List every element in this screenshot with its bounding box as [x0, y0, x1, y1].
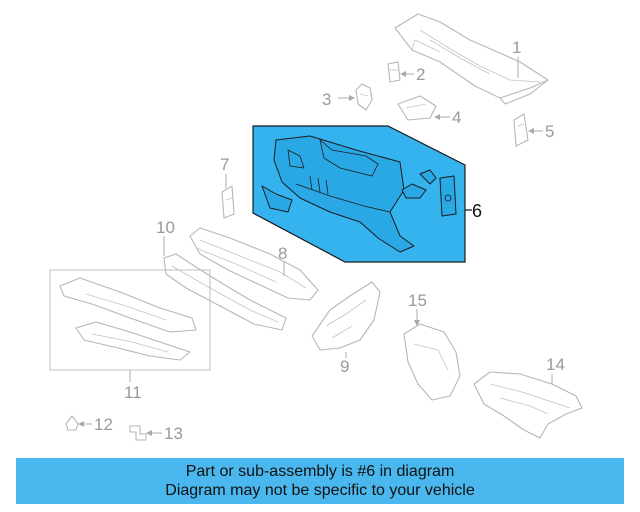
callout-4: 4 — [452, 108, 461, 127]
part-5-bracket[interactable] — [513, 113, 529, 147]
callout-13: 13 — [164, 424, 183, 443]
part-7-bracket[interactable] — [221, 185, 235, 219]
callout-5: 5 — [545, 122, 554, 141]
part-14-bracket-assembly[interactable] — [473, 371, 583, 439]
callout-6: 6 — [472, 201, 482, 221]
part-8-cross-member[interactable] — [189, 227, 319, 301]
part-6-dash-panel[interactable] — [252, 125, 466, 263]
callout-10: 10 — [156, 218, 175, 237]
part-12-clip[interactable] — [65, 415, 79, 431]
callout-8: 8 — [278, 244, 287, 263]
part-15-panel[interactable] — [403, 323, 461, 401]
callout-9: 9 — [340, 357, 349, 376]
callout-3: 3 — [322, 90, 331, 109]
banner-line-2: Diagram may not be specific to your vehi… — [165, 482, 475, 499]
banner-line-1: Part or sub-assembly is #6 in diagram — [185, 463, 455, 480]
part-3-clip[interactable] — [355, 83, 373, 111]
callout-2: 2 — [416, 65, 425, 84]
part-9-pillar-panel[interactable] — [311, 281, 381, 351]
part-2-bracket[interactable] — [387, 61, 401, 83]
callout-15: 15 — [408, 291, 427, 310]
callout-14: 14 — [546, 355, 565, 374]
part-1-cowl-panel[interactable] — [394, 13, 549, 105]
part-11-floor-assembly[interactable] — [49, 269, 211, 371]
part-4-bracket[interactable] — [397, 95, 437, 121]
part-10-lower-member[interactable] — [163, 253, 287, 331]
parts-diagram: 1 2 3 4 5 6 — [49, 13, 583, 443]
callout-11: 11 — [124, 383, 142, 402]
callout-12: 12 — [94, 415, 113, 434]
part-13-bracket[interactable] — [129, 425, 147, 441]
info-banner: Part or sub-assembly is #6 in diagram Di… — [16, 458, 624, 504]
callout-7: 7 — [220, 155, 229, 174]
callout-1: 1 — [512, 38, 521, 57]
